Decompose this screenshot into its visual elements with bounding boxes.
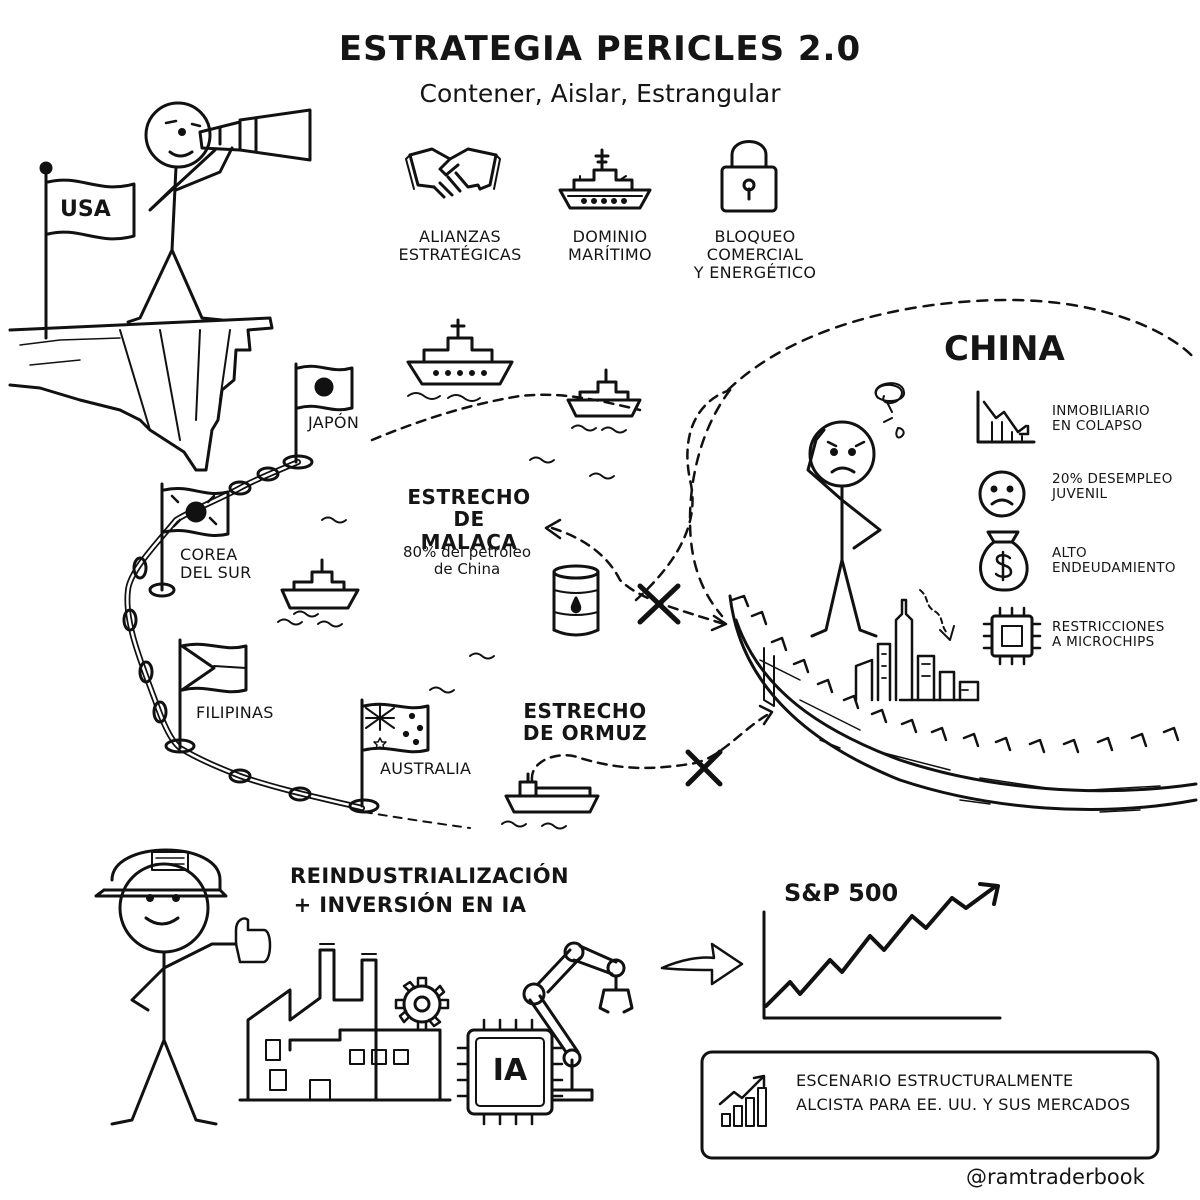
usa-flag-label: USA	[60, 197, 111, 222]
malacca-note-line-2: de China	[433, 559, 501, 578]
sad-face-icon	[978, 470, 1026, 518]
tanker-ship-icon	[501, 772, 600, 830]
robotic-arm-icon	[522, 941, 634, 1102]
route-arrows	[544, 518, 774, 726]
malacca-line-2: DE MALACA	[420, 507, 518, 554]
warship-icon	[406, 318, 514, 402]
china-problem-unemployment: 20% DESEMPLEO JUVENIL	[1052, 471, 1173, 503]
pillar-maritime-label: DOMINIO MARÍTIMO	[540, 228, 680, 264]
reindustrialization-line-2: + INVERSIÓN EN IA	[293, 893, 527, 918]
problem-debt-line-1: ALTO	[1052, 545, 1087, 561]
problem-unemployment-line-2: JUVENIL	[1052, 486, 1108, 503]
malacca-strait-label: ESTRECHO DE MALACA	[404, 486, 534, 553]
pillar-blockade-line-3: Y ENERGÉTICO	[693, 262, 817, 282]
right-arrow-icon	[660, 942, 744, 986]
microchip-icon	[982, 606, 1042, 666]
worker-stick-figure	[94, 848, 272, 1126]
malacca-oil-note: 80% del petróleo de China	[392, 544, 542, 578]
sp500-label: S&P 500	[784, 879, 899, 907]
problem-unemployment-line-1: 20% DESEMPLEO	[1052, 471, 1173, 487]
ia-chip-label: IA	[492, 1053, 528, 1088]
page-title: ESTRATEGIA PERICLES 2.0	[338, 29, 862, 69]
pillar-alliances-label: ALIANZAS ESTRATÉGICAS	[380, 228, 540, 264]
handshake-icon	[405, 147, 501, 199]
summary-box-text: ESCENARIO ESTRUCTURALMENTE ALCISTA PARA …	[796, 1072, 1130, 1114]
reindustrialization-line-1: REINDUSTRIALIZACIÓN	[290, 864, 570, 888]
author-handle: @ramtraderbook	[966, 1165, 1145, 1189]
ally-chain	[122, 454, 471, 829]
malacca-note-line-1: 80% del petróleo	[402, 543, 531, 561]
south-korea-line-1: COREA	[180, 545, 238, 564]
money-bag-icon	[979, 530, 1029, 592]
warship-icon	[558, 148, 652, 210]
australia-flag	[360, 698, 430, 808]
stressed-stick-figure	[806, 382, 905, 638]
hormuz-line-1: ESTRECHO	[523, 699, 647, 723]
stick-figure-with-telescope	[126, 101, 312, 324]
pillar-blockade-line-2: COMERCIAL	[706, 244, 804, 264]
waves	[293, 456, 615, 694]
pillar-alliances-line-2: ESTRATÉGICAS	[398, 244, 522, 264]
padlock-icon	[720, 140, 778, 213]
problem-microchips-line-1: RESTRICCIONES	[1052, 619, 1165, 635]
great-wall	[728, 594, 1198, 813]
reindustrialization-heading: REINDUSTRIALIZACIÓN + INVERSIÓN EN IA	[290, 862, 570, 921]
summary-line-2: ALCISTA PARA EE. UU. Y SUS MERCADOS	[796, 1094, 1131, 1114]
usa-cliff	[8, 316, 274, 472]
pillar-blockade-line-1: BLOQUEO	[714, 227, 796, 246]
malacca-line-1: ESTRECHO	[407, 485, 531, 509]
usa-flag	[39, 161, 136, 340]
problem-microchips-line-2: A MICROCHIPS	[1052, 634, 1155, 651]
china-bubble	[688, 298, 1198, 618]
oil-barrel-icon	[552, 564, 600, 637]
warship-icon	[277, 558, 360, 628]
rising-bars-icon	[718, 1074, 767, 1127]
ia-chip-icon	[456, 1018, 564, 1126]
city-skyline	[854, 589, 980, 702]
problem-real-estate-line-2: EN COLAPSO	[1052, 418, 1143, 435]
china-problem-real-estate: INMOBILIARIO EN COLAPSO	[1052, 403, 1150, 435]
south-korea-label: COREA DEL SUR	[180, 546, 252, 582]
summary-line-1: ESCENARIO ESTRUCTURALMENTE	[796, 1071, 1074, 1090]
sp500-chart	[762, 882, 1002, 1020]
pillar-maritime-line-1: DOMINIO	[572, 227, 648, 246]
japan-flag	[294, 362, 354, 464]
problem-real-estate-line-1: INMOBILIARIO	[1052, 403, 1150, 419]
pillar-maritime-line-2: MARÍTIMO	[568, 244, 652, 264]
gear-icon	[394, 976, 450, 1032]
blockade-x-icon	[637, 583, 723, 787]
hormuz-line-2: DE ORMUZ	[522, 721, 648, 746]
japan-label: JAPÓN	[308, 413, 360, 432]
falling-chart-icon	[976, 390, 1036, 444]
philippines-flag	[178, 638, 248, 750]
pillar-blockade-label: BLOQUEO COMERCIAL Y ENERGÉTICO	[680, 228, 830, 282]
summary-box	[700, 1050, 1160, 1160]
china-problem-microchips: RESTRICCIONES A MICROCHIPS	[1052, 619, 1165, 651]
warship-icon	[566, 368, 642, 434]
philippines-label: FILIPINAS	[196, 703, 274, 722]
china-problem-debt: ALTO ENDEUDAMIENTO	[1052, 545, 1176, 577]
china-title: CHINA	[944, 329, 1065, 369]
page-subtitle: Contener, Aislar, Estrangular	[419, 79, 781, 108]
pillar-alliances-line-1: ALIANZAS	[419, 227, 501, 246]
problem-debt-line-2: ENDEUDAMIENTO	[1052, 560, 1176, 577]
factory-icon	[238, 943, 452, 1102]
dashed-routes	[370, 388, 774, 782]
australia-label: AUSTRALIA	[380, 759, 472, 778]
south-korea-line-2: DEL SUR	[180, 562, 252, 582]
hormuz-strait-label: ESTRECHO DE ORMUZ	[520, 700, 650, 745]
south-korea-flag	[160, 482, 230, 592]
